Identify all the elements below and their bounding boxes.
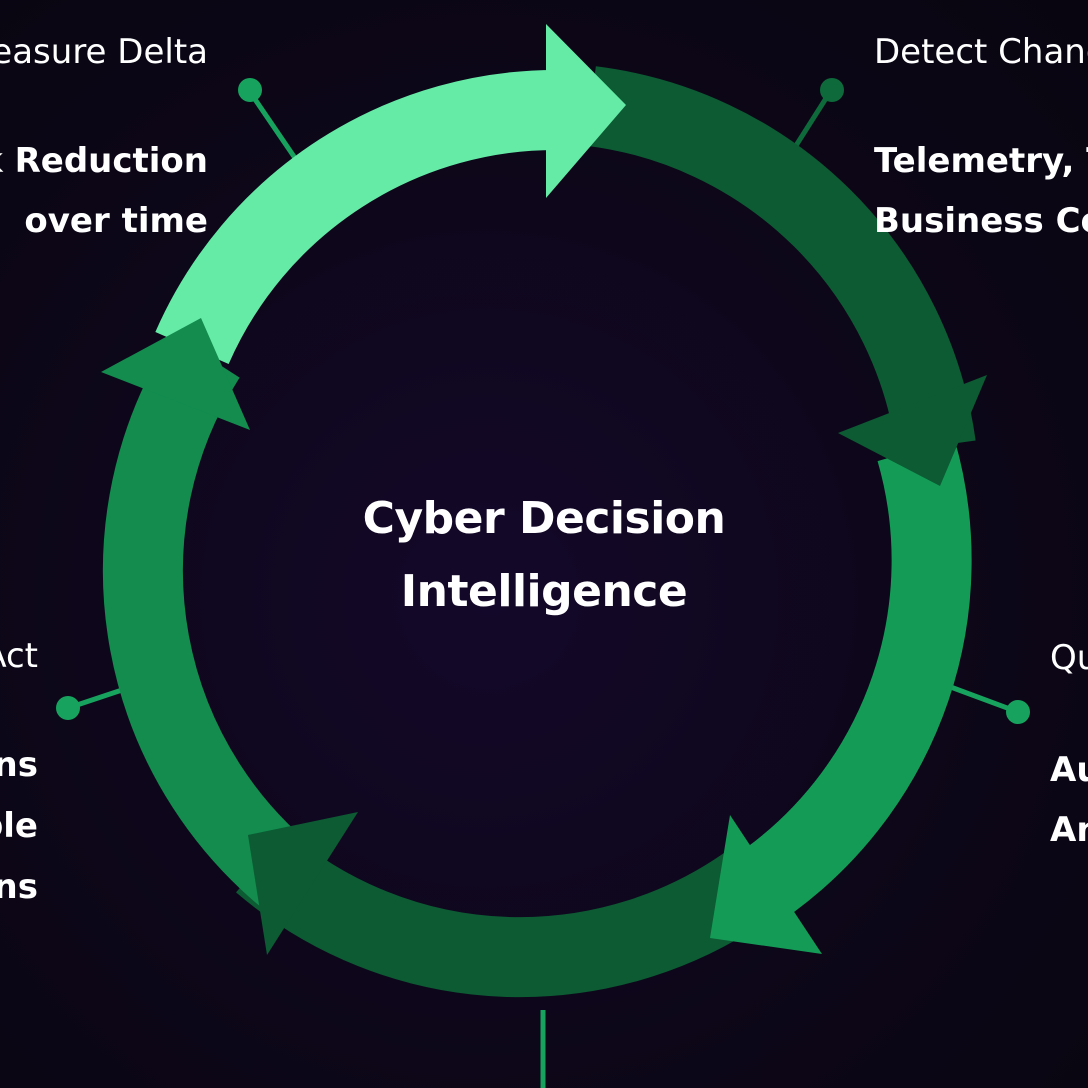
connector-quantify xyxy=(947,683,1030,724)
segment-measure xyxy=(155,69,563,365)
segment-act xyxy=(102,334,328,923)
stage-desc-detect-line-2: Business Context xyxy=(874,201,1088,241)
center-title-line-1: Cyber Decision xyxy=(362,493,726,544)
stage-label-act: Act xyxy=(0,636,38,676)
arrow-head-measure xyxy=(546,24,626,198)
stage-desc-measure-line-2: over time xyxy=(24,201,208,241)
connector-detect xyxy=(787,78,844,157)
stage-desc-measure: Risk Reduction over time xyxy=(0,131,208,251)
stage-desc-measure-line-1: Risk Reduction xyxy=(0,141,208,181)
stage-desc-quantify-line-1: Automated xyxy=(1050,750,1088,790)
stage-desc-detect: Telemetry, Threat Intel, Business Contex… xyxy=(874,131,1088,251)
arrow-head-quantify xyxy=(710,815,822,954)
center-title-line-2: Intelligence xyxy=(400,566,688,617)
arrow-head-bottom xyxy=(248,812,358,955)
arrow-head-detect xyxy=(838,375,987,486)
stage-desc-detect-line-1: Telemetry, Threat Intel, xyxy=(874,141,1088,181)
stage-desc-act-line-1: Decisions xyxy=(0,745,38,785)
stage-desc-act-line-2: Actionable xyxy=(0,806,38,846)
stage-desc-quantify-line-2: Analysis xyxy=(1050,810,1088,850)
center-title: Cyber Decision Intelligence xyxy=(344,482,744,628)
segment-bottom xyxy=(236,831,779,998)
stage-label-measure: Measure Delta xyxy=(0,32,208,72)
stage-desc-act-line-3: Recommendations xyxy=(0,867,38,907)
arrow-head-act xyxy=(101,318,250,430)
segment-detect xyxy=(585,66,976,452)
stage-desc-act: Decisions Actionable Recommendations xyxy=(0,735,38,918)
connector-measure xyxy=(238,78,298,160)
stage-label-quantify: Quantify xyxy=(1050,638,1088,678)
stage-label-detect: Detect Change xyxy=(874,32,1088,72)
segment-quantify xyxy=(746,438,972,913)
stage-desc-quantify: Automated Analysis xyxy=(1050,740,1088,860)
